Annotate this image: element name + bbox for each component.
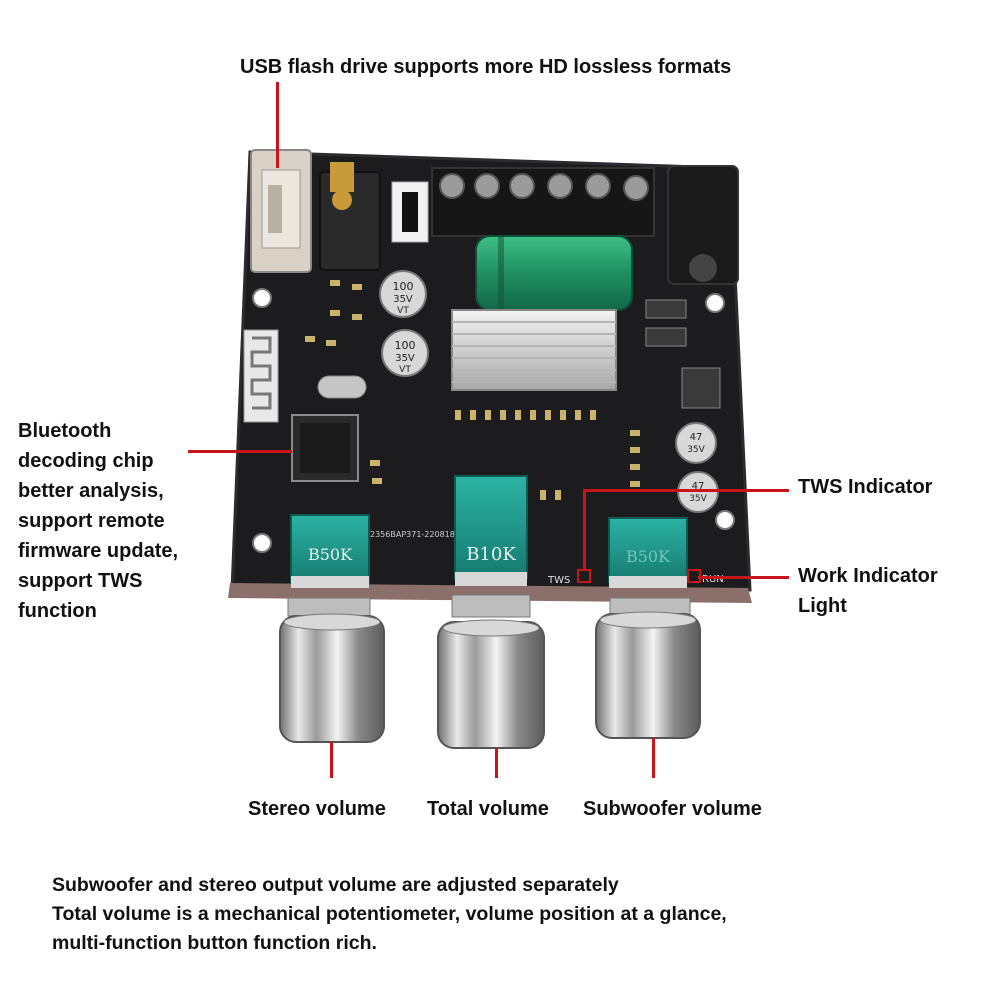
work-indicator-label: Work Indicator Light bbox=[798, 561, 938, 621]
bluetooth-line-7: function bbox=[18, 600, 97, 622]
tws-indicator-label: TWS Indicator bbox=[798, 476, 933, 498]
svg-text:47: 47 bbox=[692, 481, 705, 492]
svg-text:2356BAP371-220818: 2356BAP371-220818 bbox=[370, 530, 455, 539]
work-callout-line bbox=[698, 576, 789, 579]
bluetooth-line-5: firmware update, bbox=[18, 540, 179, 562]
potentiometer-right: B50K bbox=[608, 517, 688, 588]
bluetooth-line-2: decoding chip bbox=[18, 450, 154, 472]
stereo-volume-label: Stereo volume bbox=[248, 798, 386, 820]
crystal bbox=[317, 375, 367, 399]
bluetooth-line-6: support TWS bbox=[18, 570, 143, 592]
heatsink bbox=[451, 309, 617, 391]
bluetooth-callout-label: Bluetooth decoding chip better analysis,… bbox=[18, 416, 178, 626]
potentiometer-center: B10K bbox=[454, 475, 528, 586]
knob-total-volume bbox=[437, 594, 545, 749]
bluetooth-callout-line bbox=[188, 450, 292, 453]
svg-text:VT: VT bbox=[399, 365, 411, 375]
svg-text:B50K: B50K bbox=[308, 545, 353, 564]
total-volume-label: Total volume bbox=[427, 798, 549, 820]
knob-subwoofer-volume bbox=[595, 597, 701, 739]
capacitor-c3: 47 35V bbox=[675, 422, 717, 464]
svg-text:47: 47 bbox=[690, 432, 703, 443]
usb-callout-label: USB flash drive supports more HD lossles… bbox=[240, 56, 732, 78]
bluetooth-line-3: better analysis, bbox=[18, 480, 164, 502]
svg-text:RUN: RUN bbox=[702, 574, 724, 585]
footer-line-1: Subwoofer and stereo output volume are a… bbox=[52, 874, 619, 896]
svg-text:VT: VT bbox=[397, 306, 409, 316]
tws-callout-line-h bbox=[585, 489, 789, 492]
footer-line-3: multi-function button function rich. bbox=[52, 932, 377, 954]
svg-text:100: 100 bbox=[393, 280, 414, 293]
bluetooth-line-1: Bluetooth bbox=[18, 420, 112, 442]
svg-text:35V: 35V bbox=[395, 353, 415, 364]
knob-stereo-volume bbox=[279, 597, 385, 743]
svg-text:100: 100 bbox=[395, 339, 416, 352]
subwoofer-callout-line bbox=[652, 738, 655, 778]
dc-jack bbox=[667, 165, 739, 285]
work-indicator-line-2: Light bbox=[798, 595, 847, 617]
potentiometer-left: B50K bbox=[290, 514, 370, 588]
svg-text:35V: 35V bbox=[393, 294, 413, 305]
svg-text:B10K: B10K bbox=[466, 544, 516, 565]
capacitor-c4: 47 35V bbox=[677, 471, 719, 513]
tws-callout-line-v bbox=[583, 489, 586, 571]
svg-text:35V: 35V bbox=[687, 445, 705, 455]
capacitor-c2: 100 35V VT bbox=[381, 329, 429, 377]
total-callout-line bbox=[495, 748, 498, 778]
svg-text:TWS: TWS bbox=[547, 575, 570, 586]
work-indicator-line-1: Work Indicator bbox=[798, 565, 938, 587]
screw-terminal bbox=[431, 167, 655, 237]
usb-callout-line bbox=[276, 82, 279, 168]
subwoofer-volume-label: Subwoofer volume bbox=[583, 798, 762, 820]
footer-line-2: Total volume is a mechanical potentiomet… bbox=[52, 903, 727, 925]
capacitor-c1: 100 35V VT bbox=[379, 270, 427, 318]
stereo-callout-line bbox=[330, 742, 333, 778]
svg-text:35V: 35V bbox=[689, 494, 707, 504]
svg-text:B50K: B50K bbox=[626, 547, 671, 566]
bluetooth-line-4: support remote bbox=[18, 510, 165, 532]
